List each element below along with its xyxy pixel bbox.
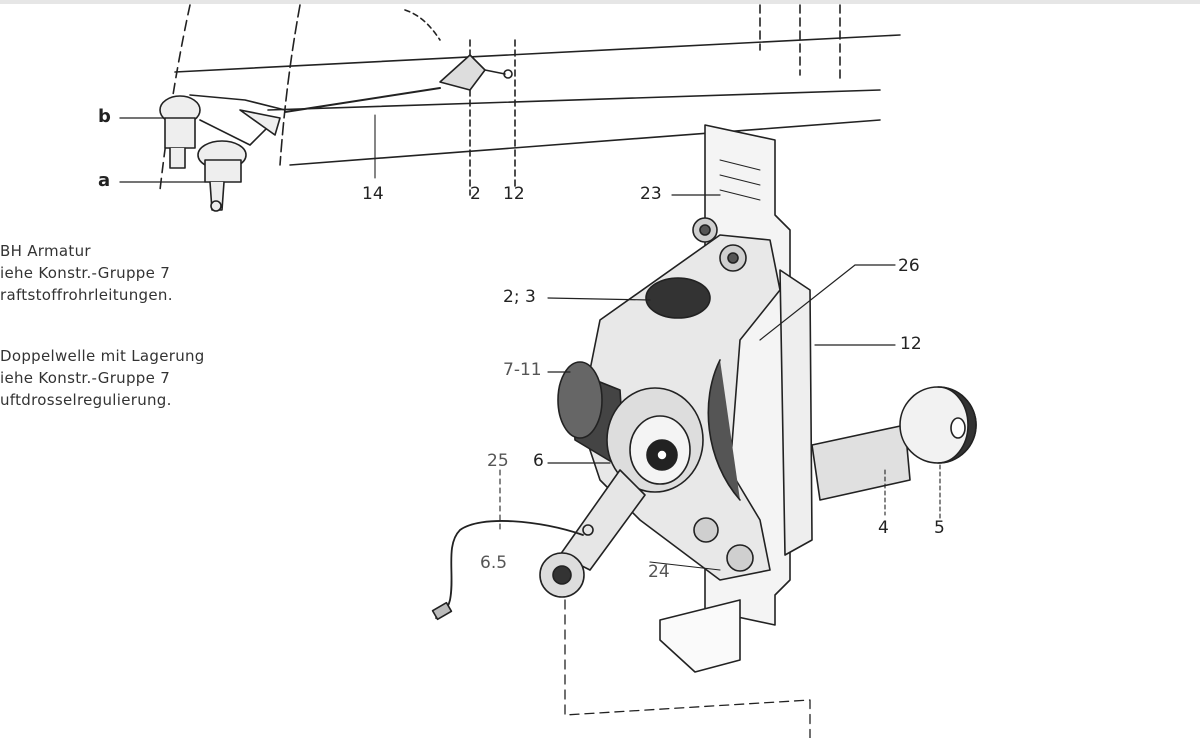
label-25: 25 <box>487 451 509 471</box>
top-border <box>0 0 1200 4</box>
label-6: 6 <box>533 451 544 471</box>
label-b: b <box>98 106 111 127</box>
label-12-top: 12 <box>503 184 525 204</box>
label-12: 12 <box>900 334 922 354</box>
note-line: iehe Konstr.-Gruppe 7 <box>0 264 171 282</box>
label-2-3: 2; 3 <box>503 287 536 307</box>
shaft-drum <box>557 361 704 493</box>
housing <box>779 269 813 556</box>
carburetor-assembly <box>159 94 286 212</box>
label-a: a <box>98 170 111 191</box>
note-line: raftstoffrohrleitungen. <box>0 286 173 304</box>
note-doppelwelle: Doppelwelle mit Lagerung iehe Konstr.-Gr… <box>0 345 205 411</box>
airframe-outline <box>159 4 901 196</box>
note-line: Doppelwelle mit Lagerung <box>0 347 205 365</box>
label-4: 4 <box>878 518 889 538</box>
label-26: 26 <box>898 256 920 276</box>
label-2: 2 <box>470 184 481 204</box>
label-23: 23 <box>640 184 662 204</box>
note-line: BH Armatur <box>0 242 91 260</box>
bolts <box>692 217 754 572</box>
label-14: 14 <box>362 184 384 204</box>
label-24: 24 <box>648 562 670 582</box>
label-7-11: 7-11 <box>503 360 542 380</box>
note-line: uftdrosselregulierung. <box>0 391 172 409</box>
top-linkage <box>439 54 513 91</box>
lower-arm <box>539 469 646 598</box>
note-line: iehe Konstr.-Gruppe 7 <box>0 369 171 387</box>
label-5: 5 <box>934 518 945 538</box>
throttle-handle <box>811 386 977 501</box>
note-bh-armatur: BH Armatur iehe Konstr.-Gruppe 7 raftsto… <box>0 240 173 306</box>
label-6-5: 6.5 <box>480 553 508 573</box>
